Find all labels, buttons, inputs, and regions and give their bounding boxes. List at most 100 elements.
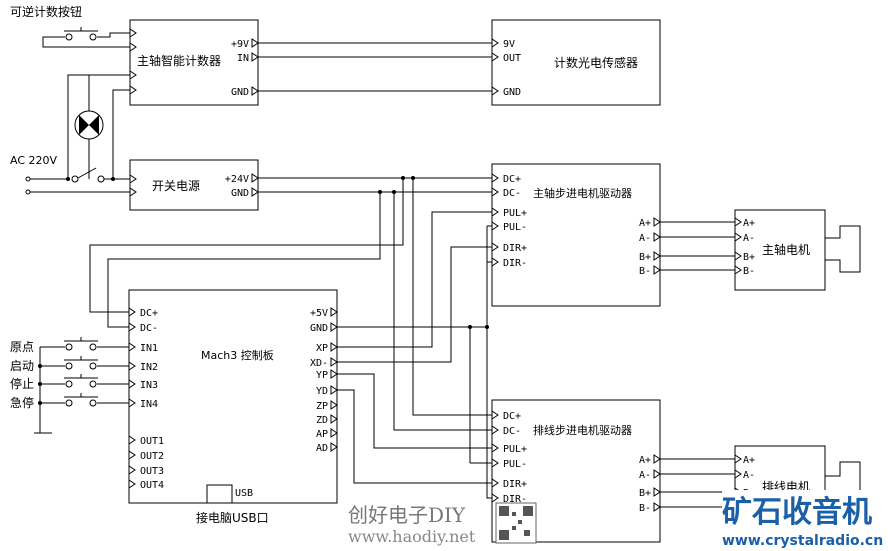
ac-label: AC 220V <box>10 154 58 167</box>
drv2-pin-label: A+ <box>639 455 651 466</box>
mach3-pin-dc-1: DC- <box>128 322 158 334</box>
watermark: 创好电子DIY www.haodiy.net <box>348 502 537 546</box>
counter-input-pin-3 <box>129 85 137 95</box>
drv1-pin-dir-5: DIR- <box>491 257 527 269</box>
drv1-pin-label: DC+ <box>503 174 521 185</box>
motor1-pin-a-0: A+ <box>734 217 755 229</box>
drv1-pin-label: A+ <box>639 218 651 229</box>
drv2-pin-dc-1: DC- <box>491 425 521 437</box>
mach3-pin-label: IN1 <box>140 343 158 354</box>
drv2-pin-label: B- <box>639 503 651 514</box>
mach3-pin-label: AP <box>316 429 328 440</box>
mach3-pin-yd-5: YD <box>316 385 338 397</box>
mach3-pin-label: GND <box>310 323 328 334</box>
origin-label: 原点 <box>10 340 34 354</box>
mach3-pin-in1-2: IN1 <box>128 342 158 354</box>
drv1-pin-label: DIR- <box>503 258 527 269</box>
counter-input-pin-2 <box>129 70 137 80</box>
mach3-pin-label: OUT1 <box>140 436 164 447</box>
motor1-pin-label: A- <box>743 233 755 244</box>
counter-title: 主轴智能计数器 <box>137 53 221 68</box>
counter-input-pin-1 <box>129 42 137 52</box>
brand-url: www.crystalradio.cn <box>722 533 883 549</box>
sensor-pin-gnd-2: GND <box>491 86 521 98</box>
drv2-pin-label: PUL+ <box>503 444 527 455</box>
drv1-pin-label: DIR+ <box>503 243 527 254</box>
counter-pin-label: +9V <box>231 39 249 50</box>
motor2-pin-label: A- <box>743 470 755 481</box>
brand-logo: 矿石收音机 www.crystalradio.cn <box>722 490 888 549</box>
drv1-pin-b-2: B+ <box>639 251 661 263</box>
mach3-pin-out1-6: OUT1 <box>128 435 164 447</box>
drv1-pin-label: DC- <box>503 188 521 199</box>
mach3-pin-out4-9: OUT4 <box>128 479 164 491</box>
driver2-title: 排线步进电机驱动器 <box>533 423 632 437</box>
drv2-pin-a-1: A- <box>639 469 661 481</box>
mach3-title: Mach3 控制板 <box>201 348 274 362</box>
drv2-pin-label: A- <box>639 470 651 481</box>
drv2-pin-dir-5: DIR- <box>491 493 527 505</box>
drv2-pin-label: DIR- <box>503 494 527 505</box>
start-label: 启动 <box>10 359 34 373</box>
reverse-count-button <box>64 27 98 41</box>
motor1-pin-b-2: B+ <box>734 251 755 263</box>
motor1-pin-b-3: B- <box>734 265 755 277</box>
counter-pin-in-1: IN <box>237 52 259 64</box>
mach3-pin-gnd-1: GND <box>310 322 338 334</box>
mach3-pin-label: IN2 <box>140 362 158 373</box>
motor1-pin-a-1: A- <box>734 232 755 244</box>
mach3-pin-zp-6: ZP <box>316 400 338 412</box>
mach3-pin-zd-7: ZD <box>316 414 338 426</box>
motor1-title: 主轴电机 <box>762 242 810 257</box>
motor2-pin-label: A+ <box>743 455 755 466</box>
drv1-pin-a-1: A- <box>639 232 661 244</box>
mach3-pin-label: IN3 <box>140 380 158 391</box>
driver1-block: 主轴步进电机驱动器 <box>491 163 661 307</box>
junction-dots <box>38 176 489 405</box>
stop-label: 停止 <box>10 376 34 391</box>
drv2-pin-dir-4: DIR+ <box>491 478 527 490</box>
drv1-pin-label: PUL- <box>503 222 527 233</box>
mach3-pin-label: DC+ <box>140 308 158 319</box>
sensor-block: 计数光电传感器 <box>491 19 661 106</box>
watermark-url: www.haodiy.net <box>348 527 476 546</box>
mach3-pin-in4-5: IN4 <box>128 398 158 410</box>
drv2-pin-label: DC+ <box>503 411 521 422</box>
counter-pin-label: IN <box>237 53 249 64</box>
drv1-pin-a-0: A+ <box>639 217 661 229</box>
estop-label: 急停 <box>10 395 34 410</box>
mach3-pin-label: +5V <box>310 308 328 319</box>
mach3-pin-xd-3: XD- <box>310 357 338 369</box>
psu-title: 开关电源 <box>152 179 200 193</box>
drv2-pin-label: B+ <box>639 488 651 499</box>
drv1-pin-label: PUL+ <box>503 208 527 219</box>
mach3-pin-label: YP <box>316 370 328 381</box>
brand-name: 矿石收音机 <box>722 495 872 530</box>
drv1-pin-label: A- <box>639 233 651 244</box>
sensor-pin-label: OUT <box>503 53 521 64</box>
mach3-pin-label: ZP <box>316 401 328 412</box>
mach3-pin-in2-3: IN2 <box>128 361 158 373</box>
drv1-pin-label: B- <box>639 266 651 277</box>
counter-input-pin-0 <box>129 28 137 38</box>
psu-pin-label: +24V <box>225 174 249 185</box>
drv2-pin-label: DIR+ <box>503 479 527 490</box>
mach3-pin-out3-8: OUT3 <box>128 465 164 477</box>
ac-terminals <box>25 176 31 195</box>
mach3-pin-label: AD <box>316 443 328 454</box>
drv1-pin-b-3: B- <box>639 265 661 277</box>
qr-code-icon <box>495 502 537 544</box>
drv2-pin-pul-2: PUL+ <box>491 443 527 455</box>
mach3-pin-yp-4: YP <box>316 369 338 381</box>
mach3-pin-label: YD <box>316 386 328 397</box>
motor2-pin-a-0: A+ <box>734 454 755 466</box>
sensor-title: 计数光电传感器 <box>554 55 638 70</box>
drv2-pin-label: DC- <box>503 426 521 437</box>
watermark-text: 创好电子DIY <box>348 503 466 527</box>
counter-pin-gnd-2: GND <box>231 86 259 98</box>
drv1-pin-pul-2: PUL+ <box>491 207 527 219</box>
psu-input-pin-0 <box>129 174 137 184</box>
mach3-pin-ad-9: AD <box>316 442 338 454</box>
drv2-pin-pul-3: PUL- <box>491 458 527 470</box>
mach3-pin-out2-7: OUT2 <box>128 450 164 462</box>
